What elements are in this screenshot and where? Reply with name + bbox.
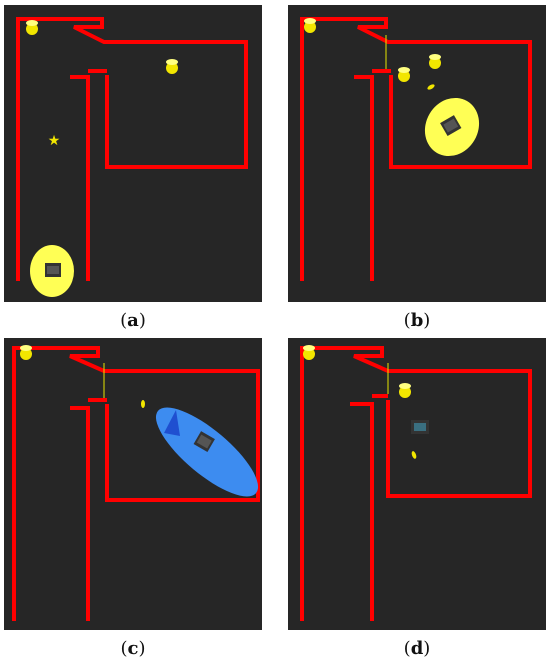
beacon-2 <box>399 383 411 398</box>
robot <box>193 431 215 453</box>
caption-b: (b) <box>403 310 431 331</box>
scene-d <box>300 345 532 621</box>
particle-cloud <box>164 410 180 436</box>
caption-c: (c) <box>120 638 146 659</box>
beacon-1 <box>20 345 32 360</box>
maze-walls <box>300 17 532 281</box>
beacon-2 <box>398 67 410 82</box>
beacon-2 <box>166 59 178 74</box>
panel-d <box>288 338 546 630</box>
caption-d: (d) <box>403 638 431 659</box>
caption-a: (a) <box>120 310 146 331</box>
scene-a: ★ <box>16 17 248 297</box>
scene-c <box>12 345 260 621</box>
panel-c <box>4 338 262 630</box>
beacon-1 <box>303 345 315 360</box>
beacon-1 <box>304 18 316 33</box>
robot <box>411 420 429 434</box>
beacon-3 <box>429 54 441 69</box>
panel-b <box>288 5 546 302</box>
scene-b <box>300 17 532 281</box>
goal-star-icon: ★ <box>48 133 61 149</box>
panel-a: ★ <box>4 5 262 302</box>
robot <box>440 115 462 137</box>
robot <box>45 263 61 277</box>
maze-walls <box>12 346 260 621</box>
goal-marker <box>411 451 417 459</box>
goal-marker <box>427 84 435 90</box>
goal-marker <box>141 400 145 408</box>
uncertainty-ellipse <box>155 407 259 497</box>
maze-walls <box>16 17 248 281</box>
maze-walls <box>300 346 532 621</box>
beacon-1 <box>26 20 38 35</box>
